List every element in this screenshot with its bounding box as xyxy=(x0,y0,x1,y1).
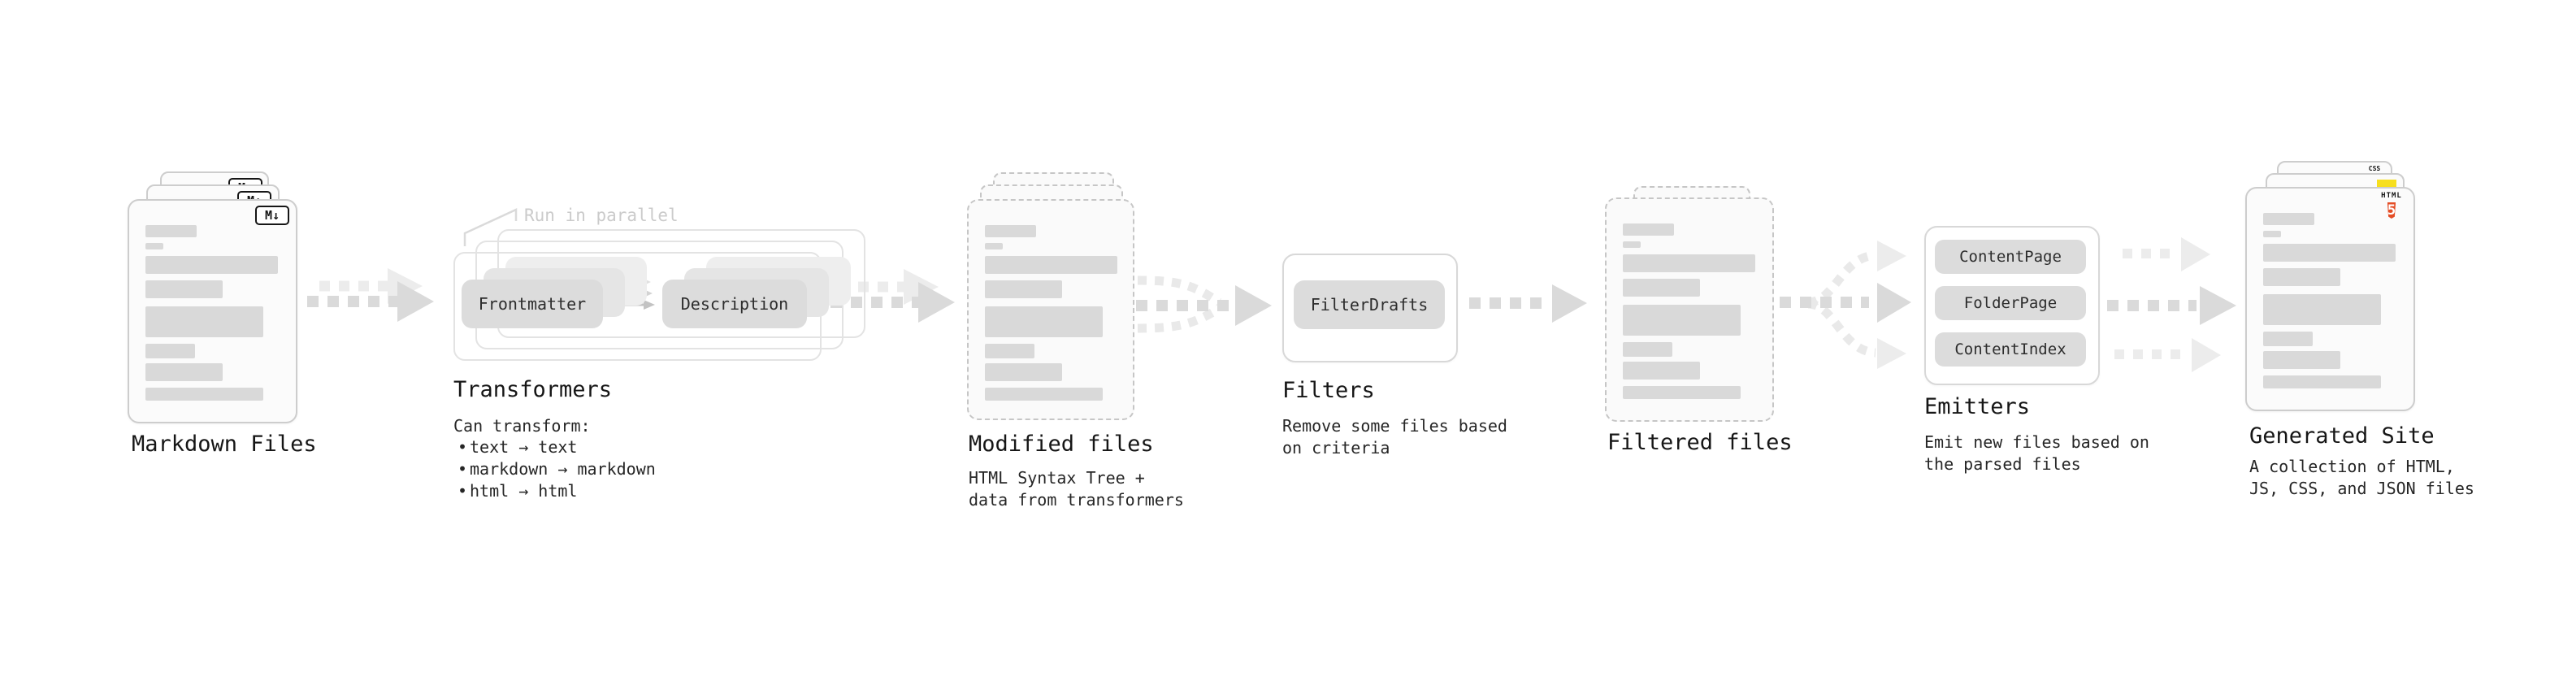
text-placeholder-bar xyxy=(985,243,1003,249)
filters-title: Filters xyxy=(1282,378,1375,403)
text-placeholder-bar xyxy=(2263,213,2314,225)
generated-site-desc: JS, CSS, and JSON files xyxy=(2249,479,2474,498)
text-placeholder-bar xyxy=(1623,342,1672,357)
arrow-filters-to-filtered xyxy=(1469,284,1587,323)
text-placeholder-bar xyxy=(985,363,1062,381)
text-placeholder-bar xyxy=(145,363,223,381)
frontmatter-pill: Frontmatter xyxy=(462,280,603,328)
transform-bullet: •html → html xyxy=(457,481,578,501)
site-doc-html: HTML 5 xyxy=(2245,187,2415,411)
text-placeholder-bar xyxy=(985,256,1117,274)
filtered-doc-front xyxy=(1605,197,1774,422)
text-placeholder-bar xyxy=(145,256,278,274)
text-placeholder-bar xyxy=(1623,305,1741,336)
emitters-desc: Emit new files based on xyxy=(1924,432,2149,452)
modified-files-desc: data from transformers xyxy=(969,490,1184,510)
modified-files-desc: HTML Syntax Tree + xyxy=(969,468,1145,488)
description-pill: Description xyxy=(662,280,807,328)
text-placeholder-bar xyxy=(2263,332,2313,346)
emitters-desc: the parsed files xyxy=(1924,454,2081,474)
folderpage-pill: FolderPage xyxy=(1935,286,2086,320)
html5-icon: HTML 5 xyxy=(2381,192,2402,219)
markdown-files-title: Markdown Files xyxy=(132,432,317,457)
transform-bullet: •text → text xyxy=(457,437,578,457)
text-placeholder-bar xyxy=(985,388,1103,401)
text-placeholder-bar xyxy=(2263,375,2381,388)
text-placeholder-bar xyxy=(1623,223,1674,236)
text-placeholder-bar xyxy=(2263,351,2340,369)
text-placeholder-bar xyxy=(1623,362,1700,380)
filters-desc: on criteria xyxy=(1282,438,1390,458)
text-placeholder-bar xyxy=(985,225,1036,237)
text-placeholder-bar xyxy=(145,306,263,337)
text-placeholder-bar xyxy=(2263,244,2396,262)
arrow-transformers-to-modified xyxy=(830,269,955,323)
contentindex-pill: ContentIndex xyxy=(1935,332,2086,367)
transformers-title: Transformers xyxy=(453,377,613,402)
text-placeholder-bar xyxy=(1623,386,1741,399)
text-placeholder-bar xyxy=(2263,231,2281,237)
modified-doc-front xyxy=(967,199,1134,420)
filtered-files-title: Filtered files xyxy=(1607,430,1793,455)
run-in-parallel-leader-line xyxy=(463,208,518,246)
markdown-doc-front: M↓ xyxy=(128,199,297,423)
text-placeholder-bar xyxy=(985,306,1103,337)
javascript-icon xyxy=(2377,180,2396,189)
text-placeholder-bar xyxy=(145,388,263,401)
text-placeholder-bar xyxy=(1623,241,1641,248)
modified-files-title: Modified files xyxy=(969,432,1154,457)
generated-site-desc: A collection of HTML, xyxy=(2249,457,2455,476)
text-placeholder-bar xyxy=(985,344,1034,358)
text-placeholder-bar xyxy=(1623,254,1755,272)
arrow-markdown-to-transformers xyxy=(307,268,434,322)
text-placeholder-bar xyxy=(2263,294,2381,325)
filterdrafts-pill: FilterDrafts xyxy=(1294,280,1445,329)
markdown-icon: M↓ xyxy=(255,206,289,225)
text-placeholder-bar xyxy=(145,243,163,249)
generated-site-title: Generated Site xyxy=(2249,423,2435,449)
text-placeholder-bar xyxy=(985,280,1062,298)
arrow-filtered-to-emitters xyxy=(1780,241,1911,369)
text-placeholder-bar xyxy=(145,344,195,358)
text-placeholder-bar xyxy=(2263,268,2340,286)
text-placeholder-bar xyxy=(145,280,223,298)
transform-bullet: •markdown → markdown xyxy=(457,459,656,479)
arrow-modified-to-filters xyxy=(1136,275,1272,333)
text-placeholder-bar xyxy=(145,225,197,237)
text-placeholder-bar xyxy=(1623,279,1700,297)
arrow-emitters-to-site xyxy=(2107,237,2236,372)
run-in-parallel-label: Run in parallel xyxy=(524,206,679,225)
emitters-title: Emitters xyxy=(1924,394,2031,419)
filters-desc: Remove some files based xyxy=(1282,416,1507,436)
transformers-subtitle: Can transform: xyxy=(453,416,591,436)
contentpage-pill: ContentPage xyxy=(1935,240,2086,274)
